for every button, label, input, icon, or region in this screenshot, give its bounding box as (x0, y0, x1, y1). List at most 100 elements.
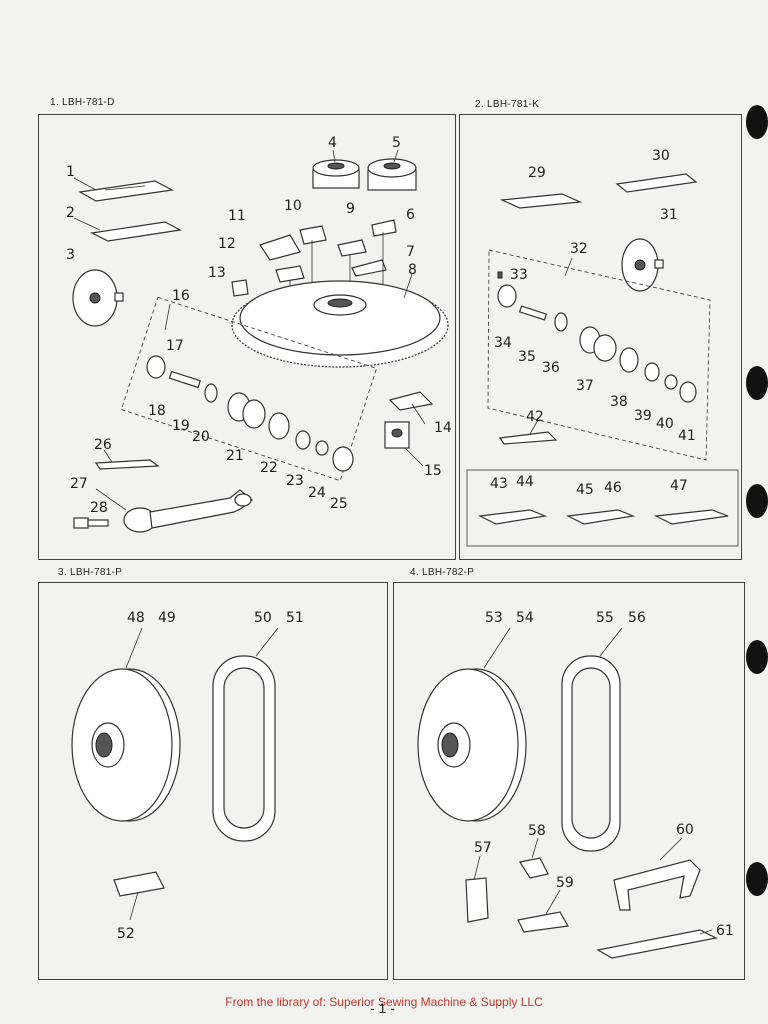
part-number-label: 39 (634, 408, 652, 424)
part-number-label: 34 (494, 335, 512, 351)
group-32-outline (487, 249, 711, 461)
section-2-label: 2. LBH-781-K (475, 99, 540, 110)
part-number-label: 49 (158, 610, 176, 626)
part-number-label: 32 (570, 241, 588, 257)
panel-lbh-781-k (459, 114, 742, 560)
part-number-label: 5 (392, 135, 401, 151)
part-5-gear (367, 158, 417, 191)
part-number-label: 31 (660, 207, 678, 223)
part-number-label: 6 (406, 207, 415, 223)
part-number-label: 18 (148, 403, 166, 419)
part-number-label: 24 (308, 485, 326, 501)
part-number-label: 4 (328, 135, 337, 151)
part-number-label: 55 (596, 610, 614, 626)
binder-hole (746, 862, 768, 896)
part-number-label: 42 (526, 409, 544, 425)
panel-lbh-781-p (38, 582, 388, 980)
part-number-label: 53 (485, 610, 503, 626)
part-number-label: 9 (346, 201, 355, 217)
part-number-label: 22 (260, 460, 278, 476)
part-number-label: 7 (406, 244, 415, 260)
part-number-label: 44 (516, 474, 534, 490)
part-58-small (519, 857, 549, 879)
parts-43-47-plates (466, 469, 739, 547)
part-number-label: 48 (127, 610, 145, 626)
part-number-label: 25 (330, 496, 348, 512)
part-number-label: 43 (490, 476, 508, 492)
binder-hole (746, 640, 768, 674)
binder-hole (746, 366, 768, 400)
part-number-label: 52 (117, 926, 135, 942)
part-52-block (113, 871, 165, 897)
parts-33-41-assembly (497, 271, 697, 403)
parts-17-25-assembly (146, 355, 354, 472)
part-number-label: 46 (604, 480, 622, 496)
part-59-block (517, 911, 569, 933)
part-29-plate (499, 193, 583, 209)
part-number-label: 59 (556, 875, 574, 891)
part-number-label: 16 (172, 288, 190, 304)
part-31-hook (621, 238, 664, 292)
part-number-label: 26 (94, 437, 112, 453)
part-4-gear (312, 159, 360, 189)
page-number: - 1 - (370, 1000, 395, 1016)
part-number-label: 47 (670, 478, 688, 494)
part-30-plate (615, 173, 698, 193)
part-number-label: 61 (716, 923, 734, 939)
part-55-56-belt (561, 655, 621, 852)
binder-hole (746, 105, 768, 139)
part-number-label: 8 (408, 262, 417, 278)
section-4-label: 4. LBH-782-P (410, 567, 475, 578)
part-15-block (384, 421, 410, 449)
part-53-54-pulley (417, 668, 527, 822)
part-1-plate (78, 180, 174, 202)
section-1-label: 1. LBH-781-D (50, 97, 115, 108)
section-3-label: 3. LBH-781-P (58, 567, 123, 578)
part-number-label: 37 (576, 378, 594, 394)
part-number-label: 27 (70, 476, 88, 492)
part-number-label: 19 (172, 418, 190, 434)
part-28-screw (73, 517, 109, 529)
part-number-label: 33 (510, 267, 528, 283)
part-number-label: 2 (66, 205, 75, 221)
part-48-49-pulley (71, 668, 181, 822)
part-number-label: 35 (518, 349, 536, 365)
part-number-label: 29 (528, 165, 546, 181)
part-26-blade (94, 459, 160, 470)
part-number-label: 15 (424, 463, 442, 479)
part-number-label: 57 (474, 840, 492, 856)
part-number-label: 30 (652, 148, 670, 164)
part-number-label: 17 (166, 338, 184, 354)
part-8-gear-wheel (231, 280, 449, 368)
part-number-label: 45 (576, 482, 594, 498)
part-number-label: 54 (516, 610, 534, 626)
part-13-small (231, 279, 249, 297)
part-number-label: 60 (676, 822, 694, 838)
part-14-bracket (388, 391, 434, 411)
part-number-label: 12 (218, 236, 236, 252)
part-42-blade (498, 431, 558, 445)
binder-hole (746, 484, 768, 518)
part-27-crank (123, 489, 253, 533)
part-57-plate (465, 877, 489, 923)
part-number-label: 23 (286, 473, 304, 489)
part-number-label: 41 (678, 428, 696, 444)
panel-lbh-782-p (393, 582, 745, 980)
part-3-hook (72, 269, 124, 327)
part-number-label: 3 (66, 247, 75, 263)
part-number-label: 36 (542, 360, 560, 376)
part-number-label: 1 (66, 164, 75, 180)
part-number-label: 58 (528, 823, 546, 839)
part-number-label: 38 (610, 394, 628, 410)
part-number-label: 51 (286, 610, 304, 626)
part-number-label: 14 (434, 420, 452, 436)
group-16-outline (120, 296, 378, 482)
part-number-label: 21 (226, 448, 244, 464)
part-number-label: 20 (192, 429, 210, 445)
part-number-labels: 1 2 3 4 5 6 7 8 9 10 11 12 13 14 15 16 1… (66, 135, 734, 942)
library-credit-footer: From the library of: Superior Sewing Mac… (225, 995, 543, 1009)
part-number-label: 13 (208, 265, 226, 281)
part-number-label: 10 (284, 198, 302, 214)
part-number-label: 28 (90, 500, 108, 516)
